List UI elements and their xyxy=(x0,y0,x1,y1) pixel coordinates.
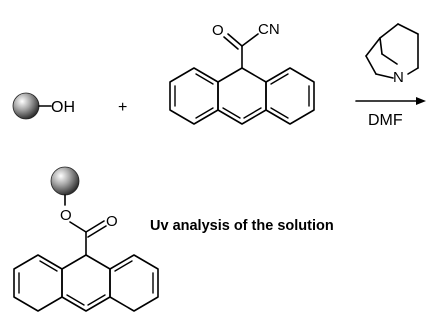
resin-bead-icon xyxy=(50,166,80,196)
quinuclidine-nitrogen-label: N xyxy=(393,69,404,86)
quinuclidine-base: N xyxy=(365,23,419,86)
cyano-label: CN xyxy=(258,21,280,38)
plus-sign: + xyxy=(118,99,127,116)
analysis-caption: Uv analysis of the solution xyxy=(150,218,334,234)
resin-bead-hydroxyl: OH xyxy=(12,92,75,120)
hydroxyl-label: OH xyxy=(51,99,75,116)
product-carbonyl-oxygen-label: O xyxy=(106,213,118,230)
ester-oxygen-label: O xyxy=(60,207,72,224)
anthracene-carbonyl-cyanide: O CN xyxy=(169,21,315,125)
resin-bead-icon xyxy=(12,92,40,120)
solvent-label: DMF xyxy=(368,112,403,129)
carbonyl-oxygen-label: O xyxy=(212,22,224,39)
reaction-arrow xyxy=(355,97,426,105)
resin-bound-ester-product: O O xyxy=(13,166,159,312)
